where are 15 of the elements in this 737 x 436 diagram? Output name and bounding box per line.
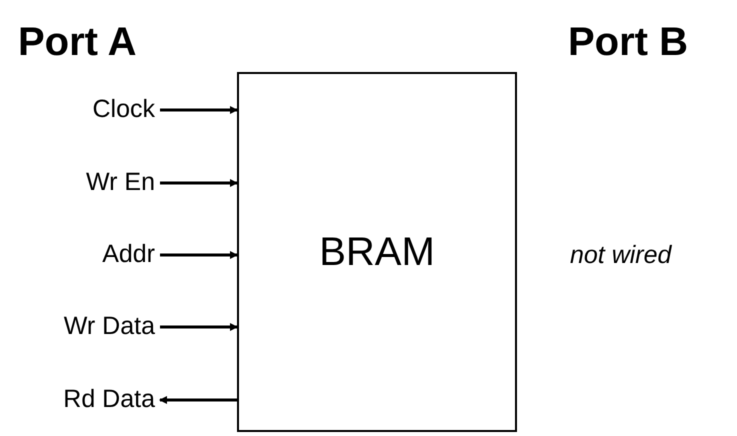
signal-label: Addr — [102, 239, 155, 270]
arrow — [160, 323, 238, 331]
port-heading: Port B — [568, 19, 688, 66]
signal-label: Clock — [92, 94, 155, 126]
arrow — [160, 179, 238, 187]
block-label: BRAM — [319, 229, 435, 276]
arrow — [159, 396, 237, 404]
signal-label: Rd Data — [63, 384, 155, 416]
arrow — [160, 106, 238, 114]
signal-label: Wr Data — [64, 311, 155, 342]
note: not wired — [570, 240, 672, 271]
port-heading: Port A — [18, 19, 137, 66]
memory-block — [237, 72, 517, 432]
signal-label: Wr En — [86, 167, 155, 198]
arrow — [160, 251, 238, 259]
